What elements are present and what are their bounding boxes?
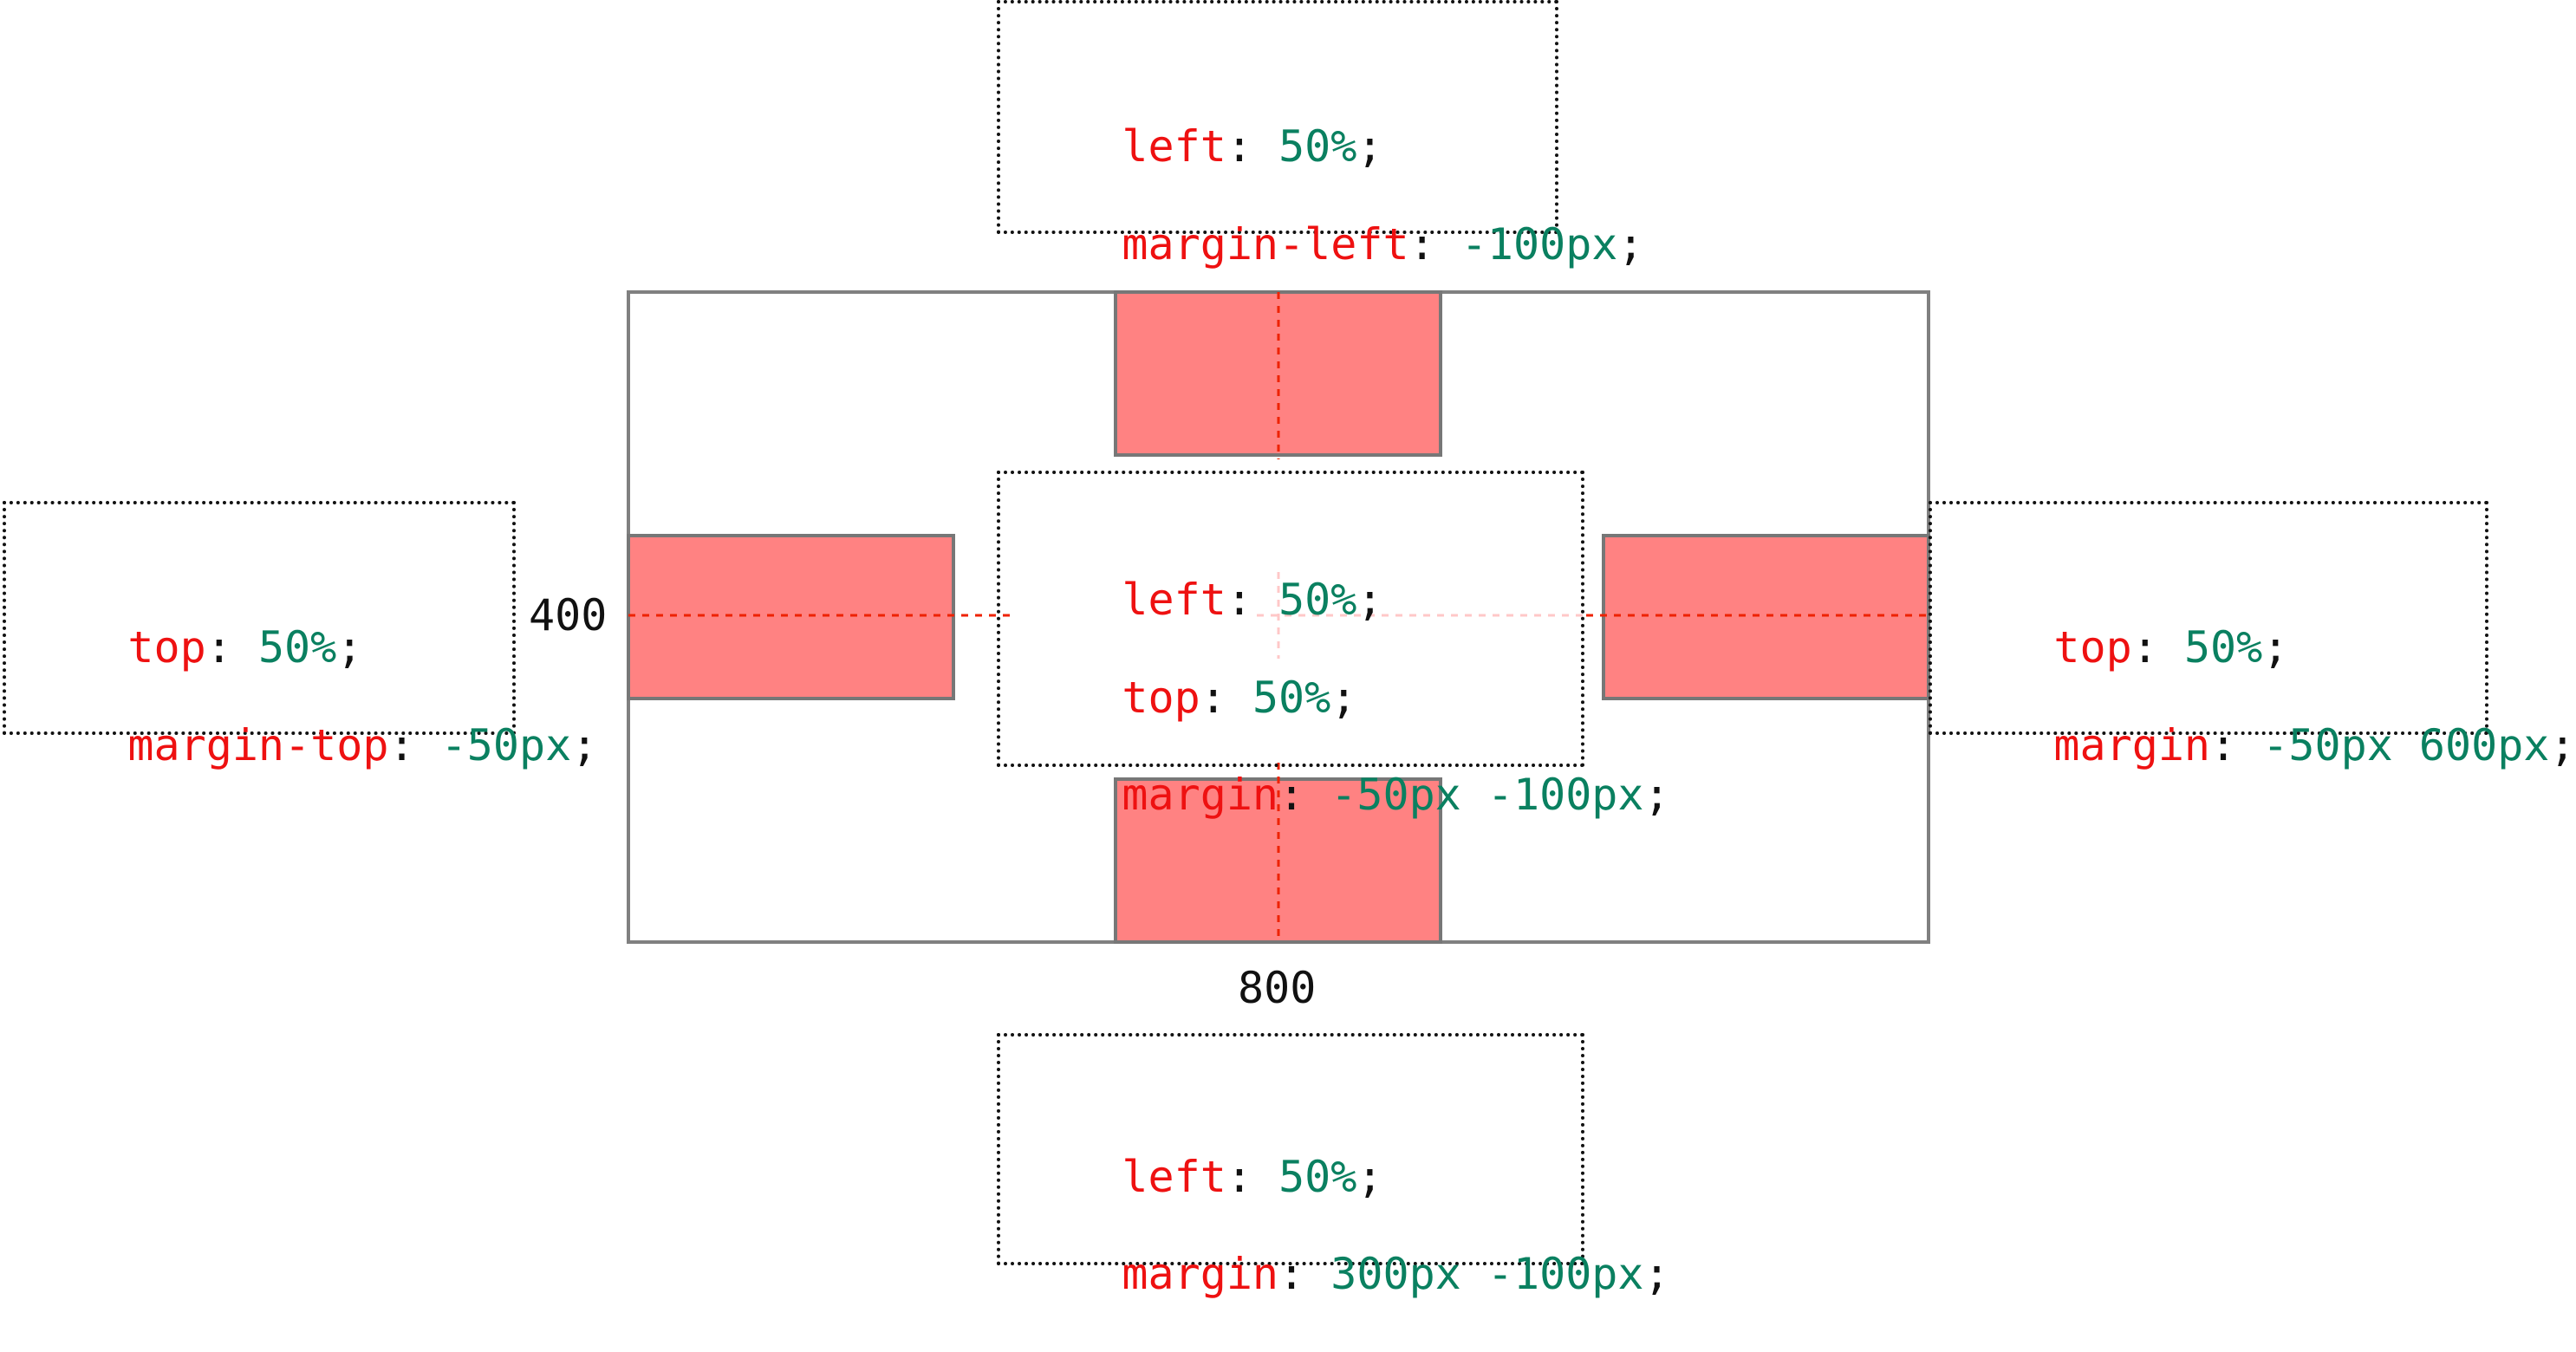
code-line: top: 50%; bbox=[127, 622, 363, 673]
code-line: left: 50%; bbox=[1122, 121, 1383, 172]
code-box-top: left: 50%; margin-left: -100px; bbox=[997, 0, 1644, 270]
css-value: 50% bbox=[257, 622, 337, 673]
css-property: margin bbox=[1122, 1249, 1279, 1299]
css-value: 50% bbox=[1278, 575, 1357, 625]
css-property: left bbox=[1122, 575, 1226, 625]
code-box-left: top: 50%; margin-top: -50px; bbox=[3, 501, 597, 770]
code-box-right: top: 50%; margin: -50px 600px; bbox=[1929, 501, 2576, 770]
code-line: margin: -50px 600px; bbox=[2053, 720, 2576, 770]
box-left bbox=[627, 534, 955, 700]
code-line: top: 50%; bbox=[2053, 622, 2289, 673]
positioning-diagram bbox=[627, 290, 1930, 944]
box-right bbox=[1602, 534, 1930, 700]
code-line: left: 50%; bbox=[1122, 1152, 1383, 1202]
css-property: margin bbox=[2053, 720, 2211, 770]
css-value: -50px -100px bbox=[1330, 770, 1644, 820]
css-value: 50% bbox=[1278, 121, 1357, 172]
css-property: top bbox=[127, 622, 206, 673]
code-line: margin-left: -100px; bbox=[1122, 219, 1644, 270]
css-value: -50px 600px bbox=[2262, 720, 2550, 770]
container-width-label: 800 bbox=[1238, 963, 1317, 1013]
code-line: margin: 300px -100px; bbox=[1122, 1249, 1670, 1299]
css-value: 50% bbox=[1252, 673, 1331, 723]
css-property: margin bbox=[1122, 770, 1279, 820]
code-box-center: left: 50%; top: 50%; margin: -50px -100p… bbox=[997, 471, 1670, 820]
css-property: margin-top bbox=[127, 720, 389, 770]
code-line: margin-top: -50px; bbox=[127, 720, 598, 770]
css-property: top bbox=[2053, 622, 2132, 673]
code-line: left: 50%; bbox=[1122, 575, 1383, 625]
css-property: top bbox=[1122, 673, 1200, 723]
code-box-bottom: left: 50%; margin: 300px -100px; bbox=[997, 1033, 1670, 1299]
code-line: top: 50%; bbox=[1122, 673, 1357, 723]
css-value: 300px -100px bbox=[1330, 1249, 1644, 1299]
code-line: margin: -50px -100px; bbox=[1122, 770, 1670, 820]
css-value: -100px bbox=[1460, 219, 1618, 270]
css-property: margin-left bbox=[1122, 219, 1409, 270]
box-top bbox=[1114, 290, 1442, 457]
css-property: left bbox=[1122, 1152, 1226, 1202]
css-property: left bbox=[1122, 121, 1226, 172]
css-value: 50% bbox=[1278, 1152, 1357, 1202]
container-height-label: 400 bbox=[529, 590, 608, 640]
css-value: 50% bbox=[2183, 622, 2263, 673]
css-value: -50px bbox=[440, 720, 572, 770]
